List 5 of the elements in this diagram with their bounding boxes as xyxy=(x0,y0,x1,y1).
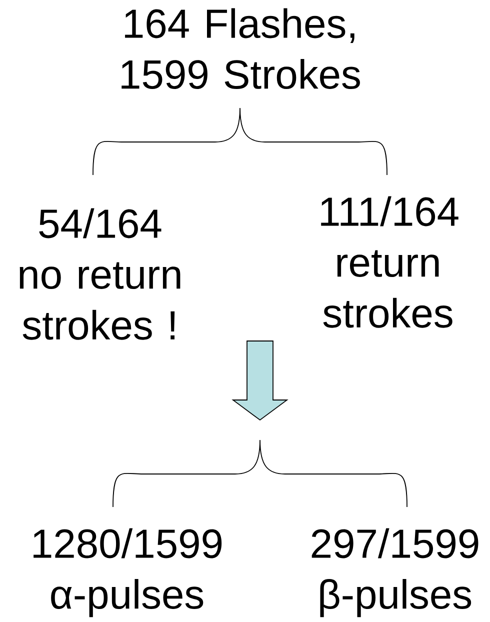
text-label: 1280/1599 α-pulses xyxy=(34,528,222,618)
text-label: 164 Flashes, 1599 Strokes xyxy=(122,8,360,90)
text-label: 111/164 return strokes xyxy=(321,196,458,328)
text-label: 54/164 no return strokes ! xyxy=(20,208,180,340)
text-label: 297/1599 β-pulses xyxy=(312,528,478,618)
